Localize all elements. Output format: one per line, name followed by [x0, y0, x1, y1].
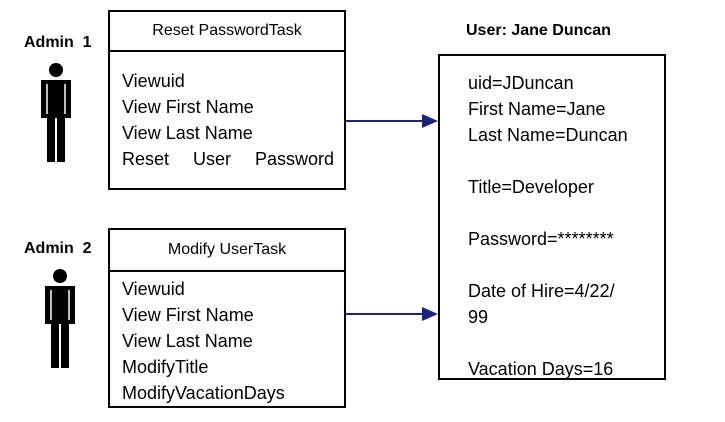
- permission-item: Viewuid: [122, 279, 185, 299]
- reset-password-task-box: Reset PasswordTask Viewuid View First Na…: [108, 10, 346, 190]
- user-vacation-days: Vacation Days=16: [468, 359, 614, 379]
- modify-user-task-box: Modify UserTask Viewuid View First Name …: [108, 228, 346, 408]
- modify-user-task-permissions: Viewuid View First Name View Last Name M…: [122, 276, 285, 406]
- user-uid: uid=JDuncan: [468, 73, 574, 93]
- user-date-of-hire: Date of Hire=4/22/: [468, 281, 615, 301]
- reset-password-task-title: Reset PasswordTask: [110, 12, 344, 52]
- modify-user-task-title: Modify UserTask: [110, 230, 344, 272]
- user-attributes: uid=JDuncan First Name=Jane Last Name=Du…: [468, 70, 628, 382]
- reset-password-task-permissions: Viewuid View First Name View Last Name R…: [122, 68, 334, 172]
- user-title: Title=Developer: [468, 177, 594, 197]
- permission-item-reset-password: Reset User Password: [122, 149, 334, 169]
- arrow-reset-to-user: [346, 114, 438, 128]
- user-date-of-hire-year: 99: [468, 307, 489, 327]
- user-record-title: User: Jane Duncan: [466, 22, 611, 39]
- person-icon: [45, 269, 75, 368]
- admin-2-label: Admin 2: [24, 240, 92, 257]
- permission-item: View First Name: [122, 305, 254, 325]
- user-first-name: First Name=Jane: [468, 99, 606, 119]
- admin-1-label: Admin 1: [24, 34, 92, 51]
- permission-item: View Last Name: [122, 123, 253, 143]
- user-password: Password=********: [468, 229, 614, 249]
- user-last-name: Last Name=Duncan: [468, 125, 628, 145]
- permission-item: View Last Name: [122, 331, 253, 351]
- person-icon: [41, 63, 71, 162]
- arrow-modify-to-user: [346, 307, 438, 321]
- permission-item: Viewuid: [122, 71, 185, 91]
- permission-item: View First Name: [122, 97, 254, 117]
- user-record-box: uid=JDuncan First Name=Jane Last Name=Du…: [438, 54, 666, 380]
- permission-item: ModifyTitle: [122, 357, 209, 377]
- permission-item: ModifyVacationDays: [122, 383, 285, 403]
